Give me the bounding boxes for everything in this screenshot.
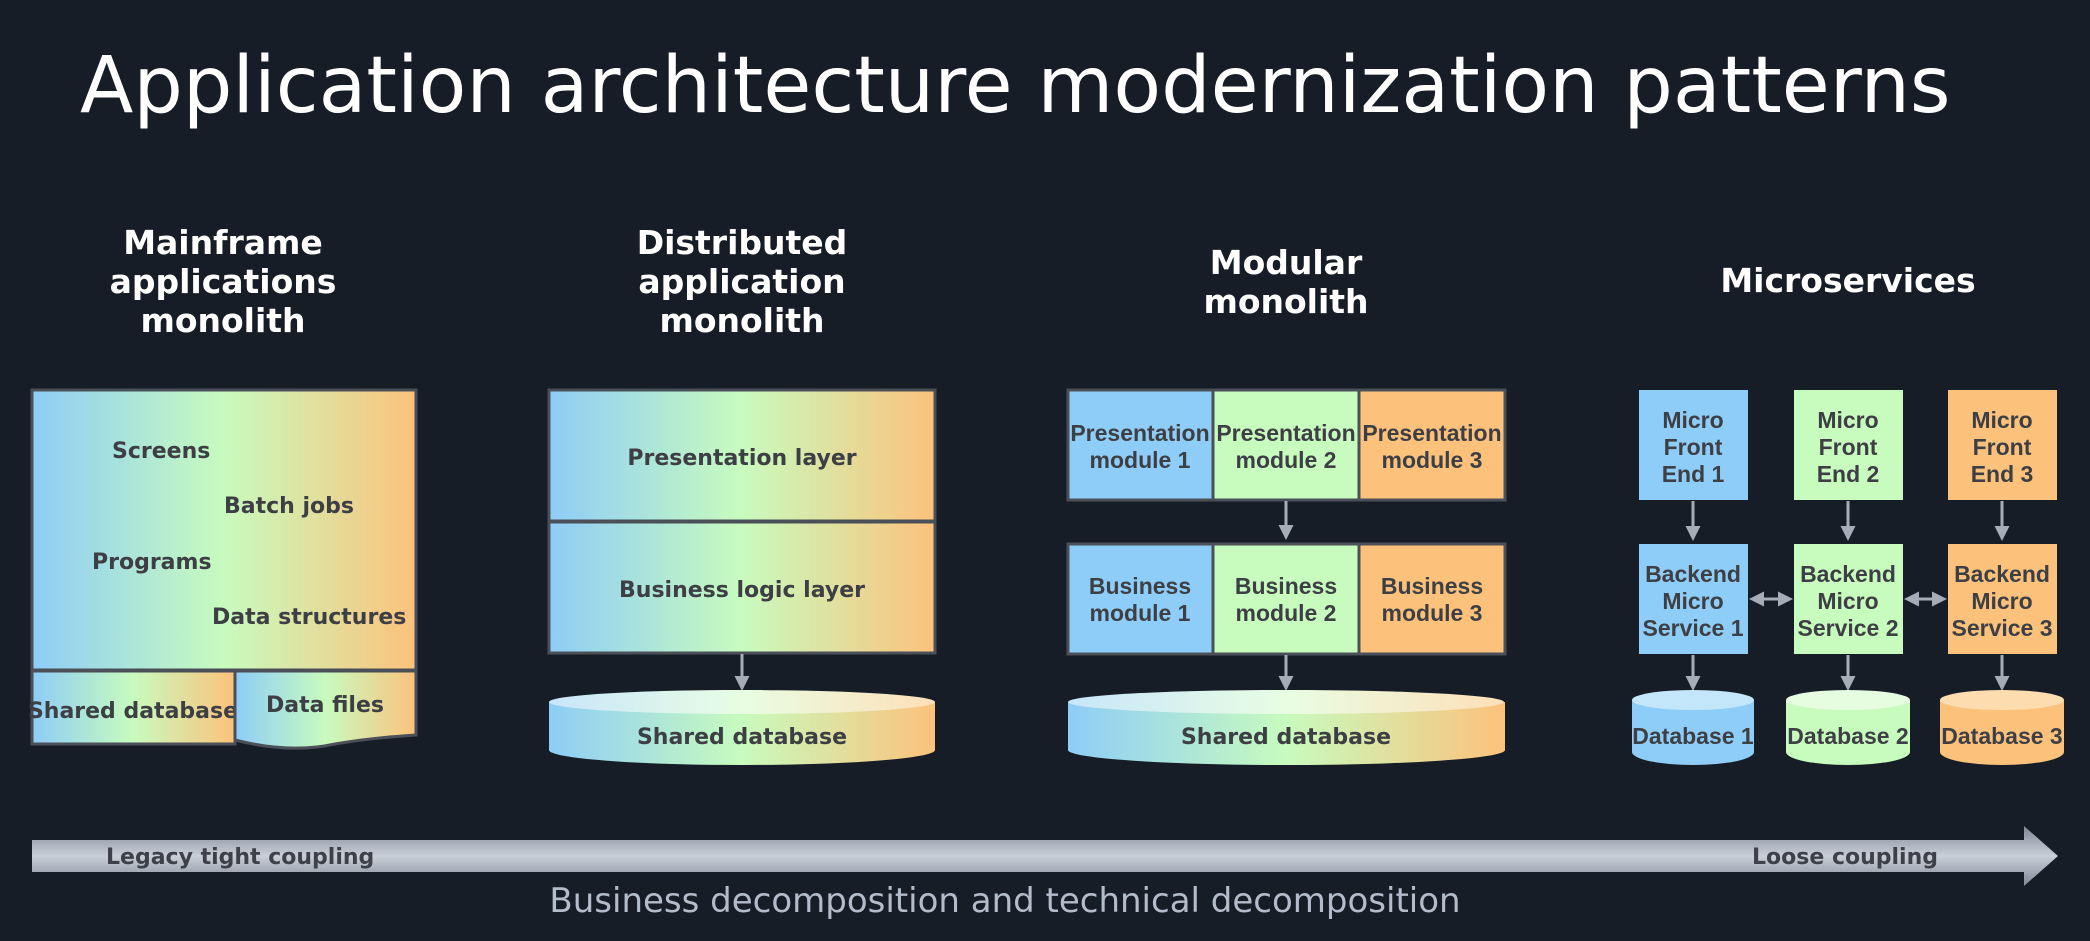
mainframe-data-files-label: Data files bbox=[266, 693, 384, 718]
modular-title-line-1: Modular bbox=[1210, 243, 1363, 282]
mainframe-screens-label: Screens bbox=[112, 439, 210, 464]
mainframe-shared-database bbox=[30, 669, 237, 746]
presentation-layer bbox=[547, 388, 937, 523]
micro-front-end-1 bbox=[1639, 390, 1748, 500]
presentation-module-1-line-1: Presentation bbox=[1070, 420, 1209, 446]
distributed-shared-database-label: Shared database bbox=[637, 725, 847, 750]
database-1-label: Database 1 bbox=[1632, 723, 1754, 749]
mainframe-title-line-2: applications bbox=[110, 262, 337, 301]
backend-1-line-3: Service 1 bbox=[1642, 615, 1743, 641]
legacy-tight-coupling-label: Legacy tight coupling bbox=[106, 845, 374, 870]
page-title: Application architecture modernization p… bbox=[80, 41, 1951, 131]
business-module-2 bbox=[1211, 542, 1361, 656]
mainframe-shared-database-label: Shared database bbox=[28, 699, 238, 724]
distributed-title-line-2: application bbox=[638, 262, 845, 301]
micro-front-end-2-line-3: End 2 bbox=[1817, 461, 1880, 487]
micro-front-end-1-line-1: Micro bbox=[1662, 407, 1723, 433]
mainframe-column: Mainframe applications monolith Screens … bbox=[28, 223, 418, 750]
database-3-label: Database 3 bbox=[1941, 723, 2062, 749]
micro-front-end-3-line-2: Front bbox=[1973, 434, 2032, 460]
modular-shared-database-label: Shared database bbox=[1181, 725, 1391, 750]
business-module-2-line-2: module 2 bbox=[1236, 600, 1337, 626]
presentation-module-3-line-1: Presentation bbox=[1362, 420, 1501, 446]
mainframe-title-line-3: monolith bbox=[140, 301, 305, 340]
backend-2-line-1: Backend bbox=[1800, 561, 1896, 587]
micro-front-end-2-line-2: Front bbox=[1819, 434, 1878, 460]
micro-front-end-3-line-3: End 3 bbox=[1971, 461, 2034, 487]
mainframe-block bbox=[30, 388, 418, 672]
business-module-3-line-1: Business bbox=[1381, 573, 1483, 599]
microservices-title: Microservices bbox=[1720, 261, 1975, 300]
micro-front-end-1-line-2: Front bbox=[1664, 434, 1723, 460]
backend-3-line-2: Micro bbox=[1971, 588, 2032, 614]
mainframe-programs-label: Programs bbox=[92, 550, 212, 575]
coupling-arrow-shape bbox=[32, 826, 2058, 886]
modular-shared-database: Shared database bbox=[1068, 690, 1505, 766]
mainframe-title-line-1: Mainframe bbox=[123, 223, 323, 262]
presentation-module-3 bbox=[1357, 388, 1507, 502]
mainframe-batch-jobs-label: Batch jobs bbox=[224, 494, 354, 519]
modular-title-line-2: monolith bbox=[1203, 282, 1368, 321]
database-2: Database 2 bbox=[1786, 690, 1910, 765]
presentation-module-2-line-2: module 2 bbox=[1236, 447, 1337, 473]
business-module-3-line-2: module 3 bbox=[1382, 600, 1483, 626]
business-logic-layer-label: Business logic layer bbox=[619, 578, 865, 603]
backend-micro-service-1 bbox=[1639, 544, 1748, 654]
presentation-module-2-line-1: Presentation bbox=[1216, 420, 1355, 446]
backend-2-line-3: Service 2 bbox=[1797, 615, 1898, 641]
micro-front-end-1-line-3: End 1 bbox=[1662, 461, 1725, 487]
backend-1-line-1: Backend bbox=[1645, 561, 1741, 587]
decomposition-subtitle: Business decomposition and technical dec… bbox=[549, 881, 1460, 921]
micro-front-end-2 bbox=[1794, 390, 1903, 500]
presentation-layer-label: Presentation layer bbox=[627, 446, 856, 471]
backend-2-line-2: Micro bbox=[1817, 588, 1878, 614]
mainframe-data-structures-label: Data structures bbox=[212, 605, 406, 630]
business-module-2-line-1: Business bbox=[1235, 573, 1337, 599]
micro-front-end-3-line-1: Micro bbox=[1971, 407, 2032, 433]
loose-coupling-label: Loose coupling bbox=[1752, 845, 1938, 870]
distributed-title-line-1: Distributed bbox=[637, 223, 848, 262]
modular-column: Modular monolith Presentation module 1 P… bbox=[1066, 243, 1507, 766]
backend-3-line-3: Service 3 bbox=[1951, 615, 2052, 641]
business-logic-layer bbox=[547, 520, 937, 655]
database-2-label: Database 2 bbox=[1787, 723, 1908, 749]
presentation-module-1-line-2: module 1 bbox=[1090, 447, 1191, 473]
presentation-module-3-line-2: module 3 bbox=[1382, 447, 1483, 473]
micro-front-end-3 bbox=[1948, 390, 2057, 500]
business-module-1 bbox=[1066, 542, 1215, 656]
distributed-column: Distributed application monolith Present… bbox=[547, 223, 937, 765]
distributed-title-line-3: monolith bbox=[659, 301, 824, 340]
database-3: Database 3 bbox=[1940, 690, 2064, 765]
business-module-3 bbox=[1357, 542, 1507, 656]
business-module-1-line-2: module 1 bbox=[1090, 600, 1191, 626]
coupling-arrow: Legacy tight coupling Loose coupling bbox=[32, 826, 2058, 886]
microservices-column: Microservices Micro Front End 1 Micro Fr… bbox=[1632, 261, 2064, 765]
backend-micro-service-3 bbox=[1948, 544, 2057, 654]
backend-3-line-1: Backend bbox=[1954, 561, 2050, 587]
business-module-1-line-1: Business bbox=[1089, 573, 1191, 599]
database-1: Database 1 bbox=[1632, 690, 1754, 765]
backend-micro-service-2 bbox=[1794, 544, 1903, 654]
backend-1-line-2: Micro bbox=[1662, 588, 1723, 614]
distributed-shared-database: Shared database bbox=[549, 690, 935, 765]
data-files-icon bbox=[233, 669, 418, 750]
micro-front-end-2-line-1: Micro bbox=[1817, 407, 1878, 433]
